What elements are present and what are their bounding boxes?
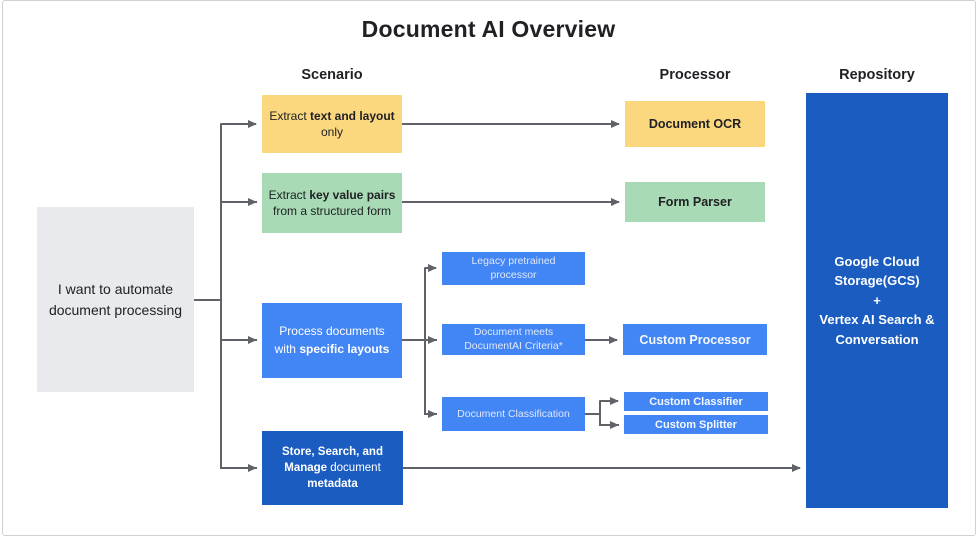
- repository-line-storage: Google Cloud Storage(GCS): [834, 253, 920, 289]
- text-normal: document: [327, 461, 381, 474]
- text-normal: from a structured form: [272, 204, 392, 218]
- text-bold: Store, Search, and Manage: [282, 445, 383, 474]
- node-custom-classifier-label: Custom Classifier: [649, 395, 743, 408]
- node-extract-key-value-pairs: Extract key value pairs from a structure…: [262, 173, 402, 233]
- node-custom-classifier: Custom Classifier: [624, 392, 768, 411]
- node-store-search-manage: Store, Search, and Manage document metad…: [262, 431, 403, 505]
- repository-line-vertex: Vertex AI Search & Conversation: [819, 312, 935, 347]
- node-start-label: I want to automate document processing: [48, 280, 183, 318]
- node-legacy-label: Legacy pretrained processor: [471, 254, 556, 281]
- node-classification-label: Document Classification: [457, 408, 570, 420]
- text-normal: only: [320, 125, 343, 139]
- text-bold: text and layout: [310, 108, 395, 123]
- text-bold: specific layouts: [299, 341, 390, 356]
- node-legacy-pretrained-processor: Legacy pretrained processor: [442, 252, 585, 285]
- node-custom-processor-label: Custom Processor: [639, 332, 751, 347]
- node-document-meets-criteria: Document meets DocumentAI Criteria*: [442, 324, 585, 355]
- node-text-segment: Store, Search, and Manage document metad…: [268, 444, 397, 492]
- column-header-repository: Repository: [839, 67, 915, 83]
- slide-frame: [2, 0, 976, 536]
- node-form-parser-label: Form Parser: [658, 195, 732, 209]
- node-extract-text-layout: Extract text and layout only: [262, 95, 402, 153]
- node-custom-processor: Custom Processor: [623, 324, 767, 355]
- node-custom-splitter: Custom Splitter: [624, 415, 768, 434]
- text-bold: key value pairs: [309, 187, 396, 202]
- node-custom-splitter-label: Custom Splitter: [655, 418, 737, 431]
- node-text-segment: Process documents with specific layouts: [268, 323, 396, 358]
- node-start: I want to automate document processing: [37, 207, 194, 392]
- column-header-scenario: Scenario: [301, 67, 363, 83]
- node-document-ocr-label: Document OCR: [648, 117, 742, 131]
- text-normal: Process documents with: [274, 324, 385, 356]
- node-form-parser: Form Parser: [625, 182, 765, 222]
- diagram-title: Document AI Overview: [361, 16, 616, 42]
- node-document-ocr: Document OCR: [625, 101, 765, 147]
- text-normal: Extract: [269, 108, 310, 123]
- column-header-processor: Processor: [659, 67, 731, 83]
- node-criteria-label: Document meets DocumentAI Criteria*: [464, 325, 563, 352]
- node-document-classification: Document Classification: [442, 397, 585, 431]
- text-normal: Extract: [268, 187, 310, 202]
- node-repository: Google Cloud Storage(GCS) + Vertex AI Se…: [806, 93, 948, 508]
- repository-plus: +: [873, 292, 881, 308]
- node-text-segment: Extract key value pairs from a structure…: [268, 187, 396, 219]
- node-text-segment: Extract text and layout only: [268, 108, 396, 140]
- node-process-specific-layouts: Process documents with specific layouts: [262, 303, 402, 378]
- text-bold: metadata: [307, 478, 358, 491]
